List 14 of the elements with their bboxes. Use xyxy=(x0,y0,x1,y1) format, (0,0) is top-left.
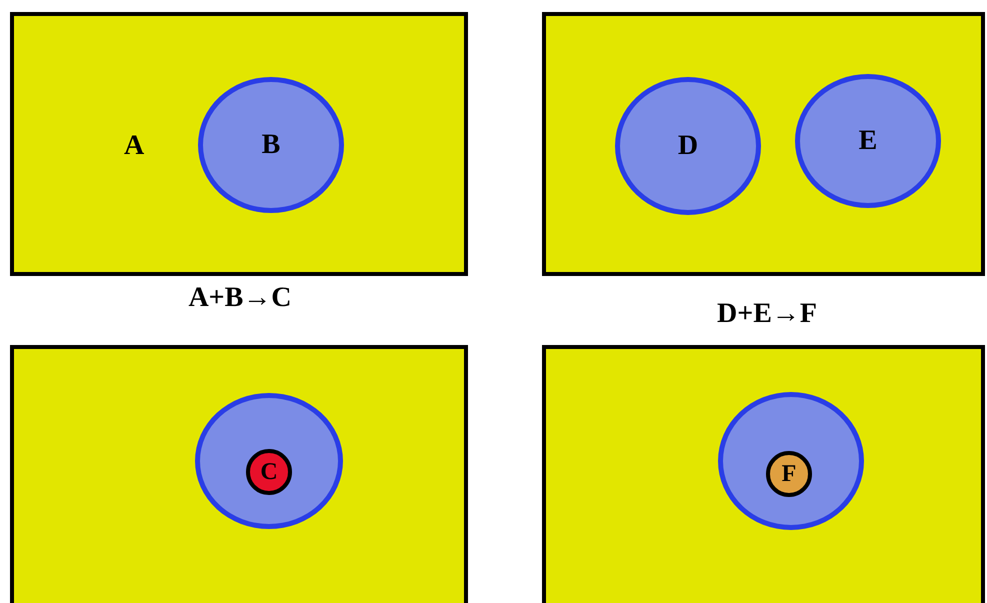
circle-label: E xyxy=(858,127,878,155)
region-label: A xyxy=(124,132,144,160)
circle-label: D xyxy=(678,132,698,160)
circle-label: C xyxy=(260,460,278,484)
equation-label: D+E→F xyxy=(717,300,817,328)
panel xyxy=(10,345,468,603)
equation-label: A+B→C xyxy=(188,284,292,312)
panel xyxy=(542,345,985,603)
circle-label: F xyxy=(782,462,796,486)
circle xyxy=(246,449,292,495)
panel xyxy=(542,12,985,276)
circle xyxy=(766,451,812,497)
labeled-region xyxy=(10,12,468,276)
circle-label: B xyxy=(262,131,280,159)
